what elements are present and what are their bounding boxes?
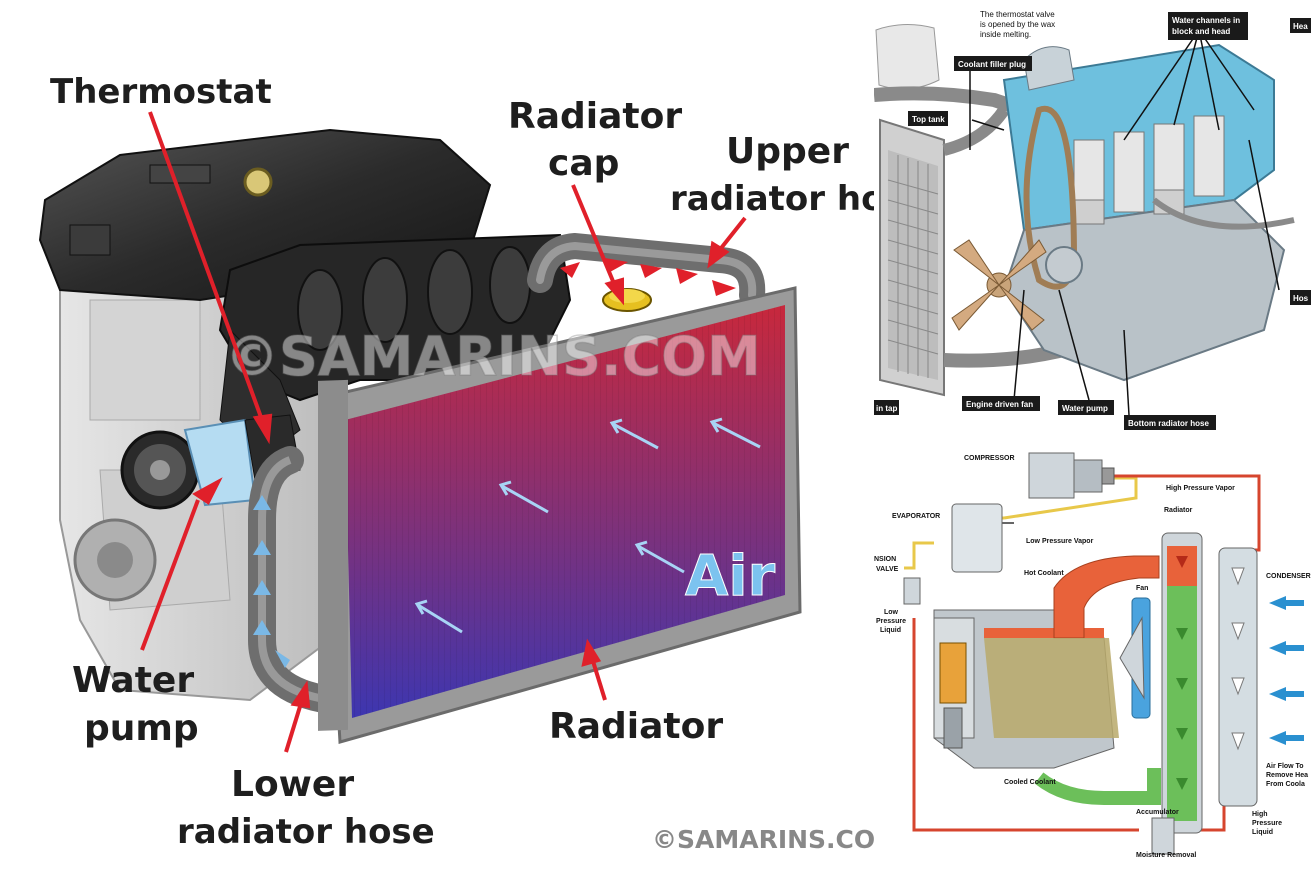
label-fan: Fan <box>1136 585 1148 592</box>
label-hose-partial: Hos <box>1293 294 1309 303</box>
expansion-valve <box>903 577 921 605</box>
compressor <box>1028 452 1115 499</box>
note-thermostat-line1: The thermostat valve <box>980 10 1055 19</box>
label-high-pressure-liquid-line1: High <box>1252 811 1268 818</box>
label-air-flow-line2: Remove Hea <box>1266 772 1308 779</box>
note-thermostat-line2: is opened by the wax <box>980 20 1055 29</box>
label-water-pump-line1: Water <box>72 660 194 701</box>
accumulator <box>1151 817 1175 855</box>
label-compressor: COMPRESSOR <box>964 455 1015 462</box>
label-radiator-cap-line1: Radiator <box>508 96 682 137</box>
label-water-channels-line1: Water channels in <box>1172 16 1240 25</box>
evaporator <box>951 503 1014 573</box>
coolant-radiator <box>1161 532 1203 834</box>
air-arrows <box>414 417 761 634</box>
label-heater-partial: Hea <box>1293 22 1308 31</box>
label-expansion-valve-line1: NSION <box>874 556 896 563</box>
red-pointer-arrows <box>140 111 747 753</box>
radiator-cap <box>602 288 652 312</box>
engine-driven-fan <box>951 239 1047 331</box>
label-cooled-coolant: Cooled Coolant <box>1004 779 1056 786</box>
label-bottom-radiator-hose: Bottom radiator hose <box>1128 419 1209 428</box>
engine-coolant-block <box>933 555 1160 769</box>
water-pump-pulley <box>120 414 301 510</box>
label-engine-driven-fan: Engine driven fan <box>966 400 1033 409</box>
label-radiator: Radiator <box>1164 507 1193 514</box>
engine-cooling-diagram: ©SAMARINS.COM Air <box>38 72 880 854</box>
watermark: ©SAMARINS.COM <box>225 325 761 388</box>
label-low-pressure-liquid-line1: Low <box>884 609 899 616</box>
radiator-cutaway <box>879 118 945 397</box>
label-water-pump-line2: pump <box>84 708 199 749</box>
air-label: Air <box>685 544 776 609</box>
cool-coolant-flow-arrows <box>253 495 290 668</box>
label-thermostat: Thermostat <box>50 72 272 112</box>
copyright: ©SAMARINS.COM <box>652 825 880 854</box>
label-moisture-removal: Moisture Removal <box>1136 852 1196 859</box>
label-lower-hose-line2: radiator hose <box>177 812 435 852</box>
label-coolant-filler-plug: Coolant filler plug <box>958 60 1026 69</box>
radiator <box>318 286 802 744</box>
label-low-pressure-vapor: Low Pressure Vapor <box>1026 538 1094 545</box>
label-low-pressure-liquid-line3: Liquid <box>880 627 901 634</box>
engine-cutaway-diagram: The thermostat valve is opened by the wa… <box>874 0 1311 432</box>
label-water-pump: Water pump <box>1062 404 1108 413</box>
label-radiator-cap-line2: cap <box>548 143 619 184</box>
label-radiator: Radiator <box>549 706 723 747</box>
label-evaporator: EVAPORATOR <box>892 513 940 520</box>
cooling-fan <box>1119 597 1151 719</box>
label-air-flow-line3: From Coola <box>1266 781 1305 788</box>
airflow-arrows <box>1269 596 1304 745</box>
label-upper-hose-line1: Upper <box>726 131 849 172</box>
condenser <box>1218 547 1258 807</box>
label-high-pressure-liquid-line2: Pressure <box>1252 820 1282 827</box>
label-upper-hose-line2: radiator hose <box>670 179 880 219</box>
callout-lines <box>969 29 1280 416</box>
ac-cooling-circuit-diagram: COMPRESSOR High Pressure Vapor EVAPORATO… <box>874 438 1311 872</box>
label-water-channels-line2: block and head <box>1172 27 1230 36</box>
label-top-tank: Top tank <box>912 115 945 124</box>
label-low-pressure-liquid-line2: Pressure <box>876 618 906 625</box>
label-air-flow-line1: Air Flow To <box>1266 763 1304 770</box>
label-hot-coolant: Hot Coolant <box>1024 570 1064 577</box>
label-accumulator: Accumulator <box>1136 809 1179 816</box>
label-lower-hose-line1: Lower <box>231 764 354 805</box>
note-thermostat-line3: inside melting. <box>980 30 1031 39</box>
label-drain-tap-partial: in tap <box>876 404 897 413</box>
label-expansion-valve-line2: VALVE <box>876 566 899 573</box>
label-high-pressure-liquid-line3: Liquid <box>1252 829 1273 836</box>
hot-coolant-flow-arrows <box>560 258 736 296</box>
label-condenser: CONDENSER <box>1266 573 1311 580</box>
label-high-pressure-vapor: High Pressure Vapor <box>1166 485 1235 492</box>
